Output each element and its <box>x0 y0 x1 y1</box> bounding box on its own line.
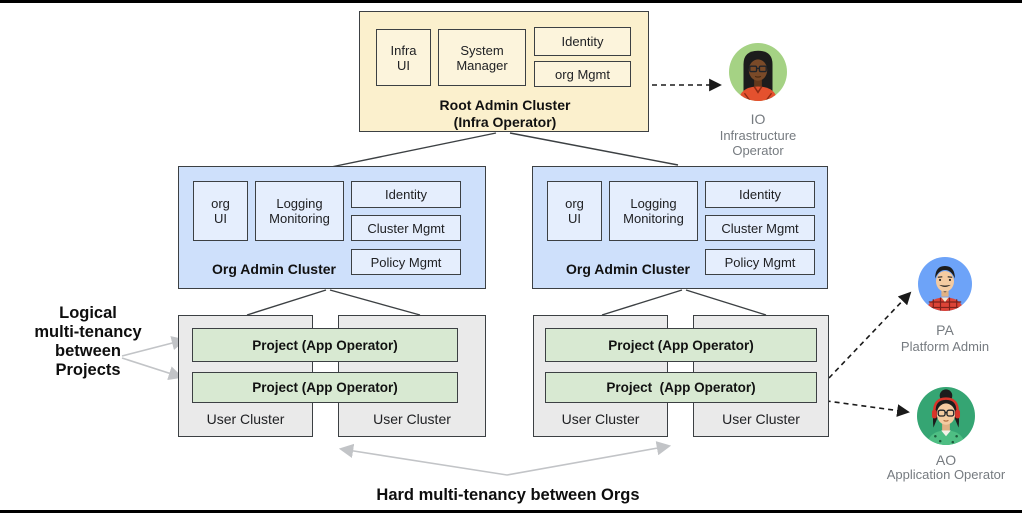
root-to-right-org-line <box>509 132 679 166</box>
ao-avatar-icon <box>917 387 975 445</box>
hard-tenancy-caption: Hard multi-tenancy between Orgs <box>376 486 640 504</box>
org-admin-cluster-right: org UI Logging Monitoring Identity Clust… <box>532 166 828 289</box>
root-to-left-org-line <box>330 132 497 168</box>
root-cluster-title: Root Admin Cluster (Infra Operator) <box>439 97 571 130</box>
root-admin-cluster: Infra UI System Manager Identity org Mgm… <box>359 11 649 132</box>
module-infra-ui-label: Infra UI <box>390 42 417 73</box>
module-cluster-mgmt-left-label: Cluster Mgmt <box>367 220 445 236</box>
org-admin-cluster-left: org UI Logging Monitoring Identity Clust… <box>178 166 486 289</box>
project-bar-right-1-label: Project (App Operator) <box>608 337 754 353</box>
module-policy-mgmt-right-label: Policy Mgmt <box>724 254 796 270</box>
module-org-mgmt-label: org Mgmt <box>555 66 610 82</box>
module-infra-ui: Infra UI <box>376 29 431 86</box>
project-bar-left-1: Project (App Operator) <box>192 328 458 362</box>
bottom-border-line <box>0 510 1022 513</box>
module-policy-mgmt-right: Policy Mgmt <box>705 249 815 275</box>
pa-role: Platform Admin <box>900 339 990 354</box>
module-identity-right: Identity <box>705 181 815 208</box>
module-logging-left: Logging Monitoring <box>255 181 344 241</box>
module-identity-root: Identity <box>534 27 631 56</box>
module-cluster-mgmt-right-label: Cluster Mgmt <box>721 220 799 236</box>
project-bar-right-2: Project (App Operator) <box>545 372 817 403</box>
module-org-mgmt: org Mgmt <box>534 61 631 87</box>
org-cluster-right-title: Org Admin Cluster <box>566 261 690 277</box>
module-logging-left-label: Logging Monitoring <box>269 196 330 226</box>
user-cluster-left-1-label: User Cluster <box>206 411 285 427</box>
module-system-manager: System Manager <box>438 29 526 86</box>
module-cluster-mgmt-left: Cluster Mgmt <box>351 215 461 241</box>
module-identity-root-label: Identity <box>561 34 604 49</box>
org-cluster-left-title: Org Admin Cluster <box>212 261 336 277</box>
module-org-ui-right-label: org UI <box>565 196 584 226</box>
io-abbr: IO <box>750 111 766 127</box>
project-bar-left-1-label: Project (App Operator) <box>252 337 398 353</box>
pa-abbr: PA <box>936 322 954 338</box>
module-policy-mgmt-left: Policy Mgmt <box>351 249 461 275</box>
right-org-to-uc1-line <box>601 289 683 316</box>
module-logging-right-label: Logging Monitoring <box>623 196 684 226</box>
top-border-line <box>0 0 1022 3</box>
pa-avatar-icon <box>918 257 972 311</box>
hard-tenancy-arrow <box>338 441 672 476</box>
ao-abbr: AO <box>935 452 957 468</box>
module-org-ui-right: org UI <box>547 181 602 241</box>
io-role: Infrastructure Operator <box>719 128 797 158</box>
module-system-manager-label: System Manager <box>456 42 508 73</box>
ao-role: Application Operator <box>886 467 1006 482</box>
project-bar-right-1: Project (App Operator) <box>545 328 817 362</box>
left-org-to-uc1-line <box>246 289 327 316</box>
right-org-to-uc2-line <box>685 289 767 316</box>
project-bar-right-2-label: Project (App Operator) <box>606 380 756 395</box>
module-org-ui-left-label: org UI <box>211 196 230 226</box>
user-cluster-left-2-label: User Cluster <box>373 411 451 427</box>
module-identity-left-label: Identity <box>385 187 427 202</box>
module-identity-left: Identity <box>351 181 461 208</box>
module-cluster-mgmt-right: Cluster Mgmt <box>705 215 815 241</box>
user-cluster-right-2-label: User Cluster <box>722 411 800 427</box>
project-bar-left-2-label: Project (App Operator) <box>252 380 398 395</box>
left-org-to-uc2-line <box>329 289 421 316</box>
project-bar-left-2: Project (App Operator) <box>192 372 458 403</box>
user-cluster-right-1-label: User Cluster <box>561 411 640 427</box>
logical-tenancy-caption: Logical multi-tenancy between Projects <box>34 304 142 379</box>
module-policy-mgmt-left-label: Policy Mgmt <box>370 254 442 270</box>
module-org-ui-left: org UI <box>193 181 248 241</box>
module-logging-right: Logging Monitoring <box>609 181 698 241</box>
module-identity-right-label: Identity <box>739 187 781 202</box>
io-avatar-icon <box>729 43 787 101</box>
